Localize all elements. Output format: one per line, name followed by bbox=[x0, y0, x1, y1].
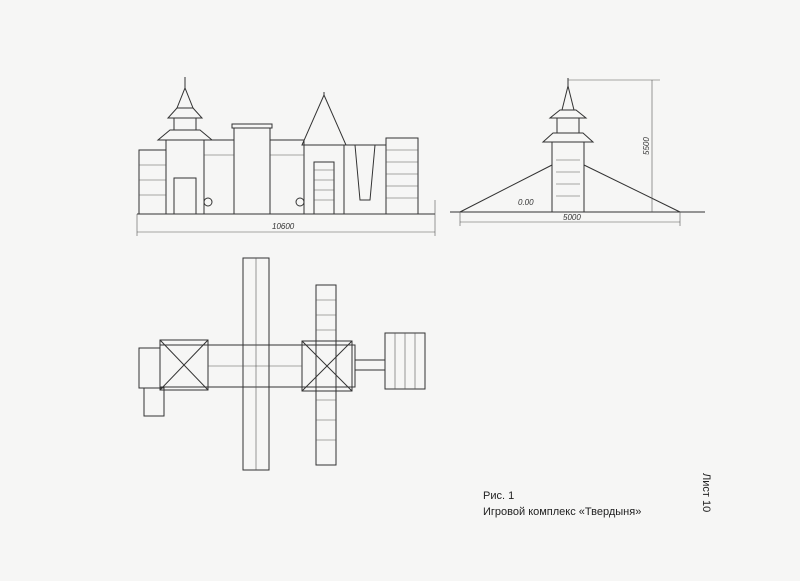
side-width-dimension: 5000 bbox=[563, 213, 581, 222]
front-elevation: 10600 bbox=[136, 77, 436, 236]
plan-view bbox=[138, 257, 426, 471]
figure-title: Игровой комплекс «Твердыня» bbox=[483, 506, 642, 518]
side-elevation: 5000 5500 0.00 bbox=[450, 78, 705, 226]
side-height-dimension: 5500 bbox=[642, 137, 651, 155]
figure-label: Рис. 1 bbox=[483, 490, 515, 502]
sheet-number: Лист 10 bbox=[700, 473, 712, 513]
front-width-dimension: 10600 bbox=[272, 222, 295, 231]
level-mark: 0.00 bbox=[518, 198, 534, 207]
